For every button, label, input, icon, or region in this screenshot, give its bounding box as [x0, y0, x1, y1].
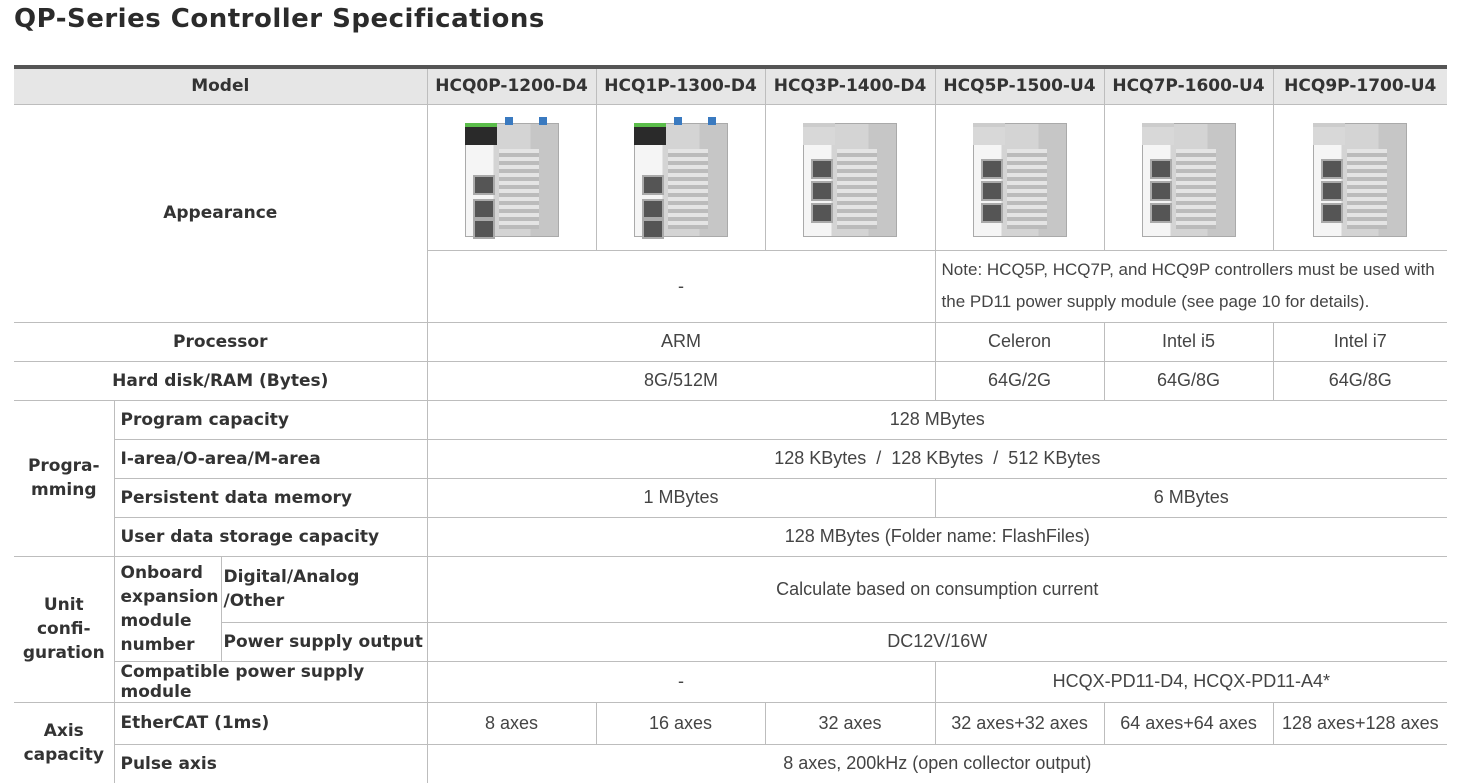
ethercat-value: 32 axes+32 axes	[934, 701, 1105, 745]
page-title: QP-Series Controller Specifications	[14, 4, 545, 34]
areas-label: I-area/O-area/M-area	[114, 438, 428, 479]
persistent-value: 6 MBytes	[934, 477, 1448, 518]
ethercat-value: 8 axes	[426, 701, 597, 745]
ethercat-value: 128 axes+128 axes	[1272, 701, 1448, 745]
user-storage-row: User data storage capacity 128 MBytes (F…	[14, 516, 1448, 557]
areas-value: 128 KBytes / 128 KBytes / 512 KBytes	[426, 438, 1448, 479]
model-header: Model	[14, 66, 428, 105]
storage-label: Hard disk/RAM (Bytes)	[14, 360, 428, 401]
pulse-label: Pulse axis	[114, 743, 428, 783]
product-image-3	[934, 103, 1105, 251]
compatible-psu-value: HCQX-PD11-D4, HCQX-PD11-A4*	[934, 660, 1448, 703]
program-capacity-value: 128 MBytes	[426, 399, 1448, 440]
program-capacity-label: Program capacity	[113, 399, 428, 440]
compatible-psu-row: Compatible power supply module - HCQX-PD…	[14, 660, 1448, 703]
product-image-0	[426, 103, 597, 251]
program-capacity-row: Progra- mming Program capacity 128 MByte…	[14, 399, 1448, 557]
user-storage-label: User data storage capacity	[114, 516, 428, 557]
unit-config-group-label: Unit confi- guration	[14, 555, 115, 703]
model-header-4: HCQ7P-1600-U4	[1103, 66, 1274, 105]
pulse-row: Pulse axis 8 axes, 200kHz (open collecto…	[14, 743, 1448, 783]
power-output-row: Power supply output DC12V/16W	[14, 621, 1448, 662]
compatible-psu-label: Compatible power supply module	[114, 660, 428, 703]
model-header-5: HCQ9P-1700-U4	[1272, 66, 1448, 105]
user-storage-value: 128 MBytes (Folder name: FlashFiles)	[426, 516, 1448, 557]
product-image-1	[595, 103, 766, 251]
storage-value: 64G/8G	[1103, 360, 1274, 401]
processor-value: Celeron	[934, 321, 1105, 362]
appearance-dash: -	[427, 249, 936, 323]
spec-table: Model HCQ0P-1200-D4 HCQ1P-1300-D4 HCQ3P-…	[14, 65, 1448, 783]
programming-group-label: Progra- mming	[14, 399, 115, 557]
areas-row: I-area/O-area/M-area 128 KBytes / 128 KB…	[14, 438, 1448, 479]
ethercat-value: 32 axes	[764, 701, 936, 745]
header-row: Model HCQ0P-1200-D4 HCQ1P-1300-D4 HCQ3P-…	[14, 66, 1448, 105]
model-header-1: HCQ1P-1300-D4	[595, 66, 766, 105]
model-header-3: HCQ5P-1500-U4	[934, 66, 1105, 105]
storage-value: 8G/512M	[426, 360, 936, 401]
processor-value: Intel i7	[1272, 321, 1448, 362]
processor-value: Intel i5	[1103, 321, 1274, 362]
model-header-2: HCQ3P-1400-D4	[764, 66, 936, 105]
ethercat-row: Axis capacity EtherCAT (1ms) 8 axes 16 a…	[14, 701, 1448, 783]
product-image-2	[764, 103, 936, 251]
persistent-row: Persistent data memory 1 MBytes 6 MBytes	[14, 477, 1448, 518]
appearance-label: Appearance	[14, 103, 428, 323]
digital-row: Unit confi- guration Onboard expansion m…	[14, 555, 1448, 703]
digital-value: Calculate based on consumption current	[426, 555, 1448, 623]
product-image-5	[1272, 103, 1448, 251]
compatible-psu-value: -	[426, 660, 936, 703]
ethercat-label: EtherCAT (1ms)	[113, 701, 428, 745]
digital-label: Digital/Analog /Other	[220, 555, 428, 623]
ethercat-value: 64 axes+64 axes	[1103, 701, 1274, 745]
persistent-label: Persistent data memory	[114, 477, 428, 518]
model-header-0: HCQ0P-1200-D4	[426, 66, 597, 105]
processor-label: Processor	[14, 321, 428, 362]
storage-value: 64G/8G	[1272, 360, 1448, 401]
power-output-label: Power supply output	[221, 621, 428, 662]
storage-row: Hard disk/RAM (Bytes) 8G/512M 64G/2G 64G…	[14, 360, 1448, 401]
appearance-note-row: - Note: HCQ5P, HCQ7P, and HCQ9P controll…	[14, 249, 1448, 323]
pulse-value: 8 axes, 200kHz (open collector output)	[426, 743, 1448, 783]
appearance-note: Note: HCQ5P, HCQ7P, and HCQ9P controller…	[934, 249, 1448, 323]
onboard-label: Onboard expansion module number	[113, 555, 222, 662]
ethercat-value: 16 axes	[595, 701, 766, 745]
processor-value: ARM	[426, 321, 936, 362]
processor-row: Processor ARM Celeron Intel i5 Intel i7	[14, 321, 1448, 362]
axis-group-label: Axis capacity	[14, 701, 115, 783]
product-image-4	[1103, 103, 1274, 251]
power-output-value: DC12V/16W	[426, 621, 1448, 662]
persistent-value: 1 MBytes	[426, 477, 936, 518]
appearance-row: Appearance	[14, 103, 1448, 323]
storage-value: 64G/2G	[934, 360, 1105, 401]
